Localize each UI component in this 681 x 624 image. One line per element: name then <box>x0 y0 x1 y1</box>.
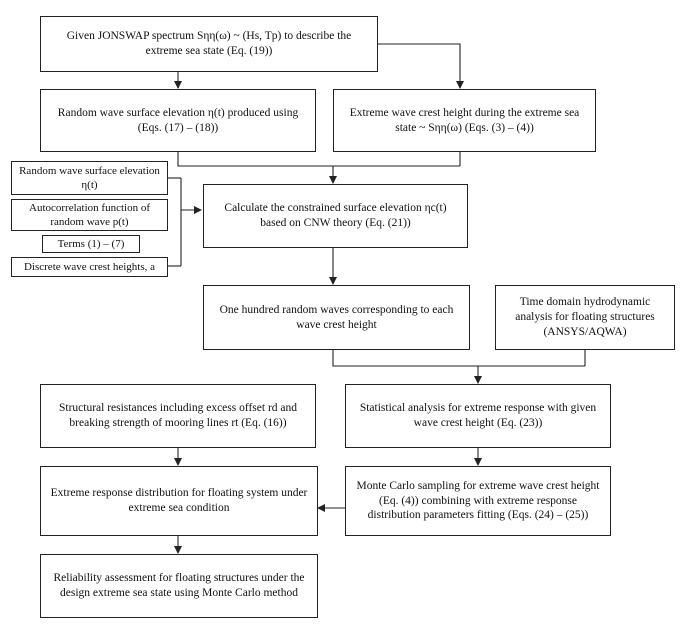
box-terms: Terms (1) – (7) <box>42 235 140 253</box>
box-autocorrelation: Autocorrelation function of random wave … <box>11 199 168 231</box>
box-monte-carlo-sampling: Monte Carlo sampling for extreme wave cr… <box>345 466 611 536</box>
box-structural-resistances: Structural resistances including excess … <box>40 384 316 448</box>
line-b5-merge <box>332 350 585 367</box>
box-random-surface-elevation: Random wave surface elevation η(t) <box>11 161 168 195</box>
box-statistical-analysis: Statistical analysis for extreme respons… <box>345 384 611 448</box>
box-extreme-crest-height: Extreme wave crest height during the ext… <box>333 89 596 152</box>
box-hundred-random-waves: One hundred random waves corresponding t… <box>203 285 470 350</box>
box-jonswap-spectrum: Given JONSWAP spectrum Sηη(ω) ~ (Hs, Tp)… <box>40 16 378 72</box>
box-time-domain-hydrodynamic: Time domain hydrodynamic analysis for fl… <box>495 285 675 350</box>
box-discrete-crest-heights: Discrete wave crest heights, a <box>11 257 168 277</box>
box-constrained-elevation: Calculate the constrained surface elevat… <box>203 184 468 248</box>
box-extreme-response-distribution: Extreme response distribution for floati… <box>40 466 318 536</box>
line-b2-merge <box>177 152 460 167</box>
box-reliability-assessment: Reliability assessment for floating stru… <box>40 554 318 618</box>
arrow-b1-b3 <box>378 43 464 89</box>
box-random-elevation-produced: Random wave surface elevation η(t) produ… <box>40 89 316 152</box>
